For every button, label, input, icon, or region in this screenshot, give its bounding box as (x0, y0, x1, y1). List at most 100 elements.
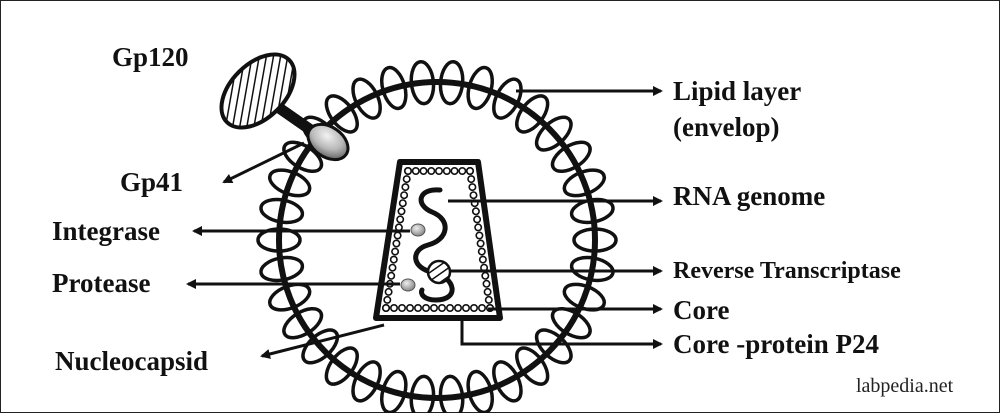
envelope-coil-loop (351, 77, 382, 120)
nucleocapsid-beads (381, 167, 494, 312)
envelope-coil-loop (562, 168, 607, 198)
label-gp120: Gp120 (112, 42, 189, 72)
nucleocapsid-bead (474, 223, 483, 232)
envelope-coil-loop (466, 65, 494, 111)
nucleocapsid-bead (387, 271, 396, 280)
envelope-coil-loop (534, 328, 573, 365)
watermark: labpedia.net (856, 375, 954, 397)
arrow-nucleocapsid (260, 323, 385, 359)
nucleocapsid-bead (397, 207, 406, 216)
nucleocapsid-bead (461, 303, 470, 312)
nucleocapsid-bead (381, 303, 390, 312)
nucleocapsid-bead (383, 295, 392, 304)
envelope-coil-loop (324, 346, 359, 386)
nucleocapsid-bead (389, 255, 398, 264)
envelope-coil-loop (351, 360, 382, 403)
envelope-coil-loop (466, 369, 494, 413)
nucleocapsid-bead (465, 167, 474, 176)
envelope-coil-loop (534, 115, 573, 152)
envelope-coil-loop (380, 369, 408, 413)
envelope-coil-loop (515, 346, 550, 386)
envelope-coil-loop (515, 94, 550, 134)
reverse-transcriptase-particle (426, 259, 452, 285)
nucleocapsid-bead (475, 231, 484, 240)
nucleocapsid-bead (453, 303, 462, 312)
nucleocapsid-bead (484, 295, 493, 304)
integrase-particle (410, 223, 426, 237)
gp41-anchor (306, 122, 350, 162)
nucleocapsid-bead (477, 247, 486, 256)
envelope-coil-loop (259, 255, 305, 283)
nucleocapsid-bead (392, 239, 401, 248)
nucleocapsid-bead (469, 303, 478, 312)
label-gp41: Gp41 (120, 167, 184, 197)
nucleocapsid-bead (403, 167, 412, 176)
envelope-coil-loop (282, 306, 324, 340)
nucleocapsid-bead (393, 231, 402, 240)
nucleocapsid-bead (468, 183, 477, 192)
label-core: Core (673, 295, 730, 325)
nucleocapsid-bead (396, 215, 405, 224)
arrow-gp41 (222, 141, 305, 184)
label-nucleocapsid: Nucleocapsid (55, 346, 209, 376)
nucleocapsid-bead (442, 167, 451, 176)
nucleocapsid-bead (469, 191, 478, 200)
nucleocapsid-bead (427, 167, 436, 176)
nucleocapsid-bead (413, 303, 422, 312)
label-core-protein-p24: Core -protein P24 (673, 329, 879, 359)
envelope-coil-loop (550, 140, 592, 174)
envelope-ring (276, 79, 598, 401)
arrow-core-protein (460, 321, 663, 349)
nucleocapsid-bead (478, 255, 487, 264)
nucleocapsid-bead (419, 167, 428, 176)
nucleocapsid-bead (471, 207, 480, 216)
nucleocapsid-bead (483, 287, 492, 296)
nucleocapsid-bead (473, 215, 482, 224)
label-integrase: Integrase (52, 216, 160, 246)
lipid-envelope (256, 60, 618, 413)
protease-particle (400, 278, 416, 292)
envelope-coil-loop (550, 306, 592, 340)
nucleocapsid-bead (467, 175, 476, 184)
nucleocapsid-bead (411, 167, 420, 176)
envelope-coil-loop (492, 77, 523, 120)
envelope-coil-loop (409, 374, 436, 413)
nucleocapsid-bead (482, 279, 491, 288)
nucleocapsid-bead (388, 263, 397, 272)
nucleocapsid-bead (384, 287, 393, 296)
nucleocapsid-bead (398, 199, 407, 208)
label-lipid-layer: Lipid layer (673, 76, 802, 106)
envelope-coil-loop (267, 282, 312, 312)
envelope-coil-loop (438, 374, 465, 413)
envelope-coil-loop (267, 168, 312, 198)
label-rna-genome: RNA genome (673, 181, 826, 211)
envelope-coil-loop (409, 60, 436, 106)
envelope-coil-loop (569, 255, 615, 283)
envelope-coil-loop (572, 227, 618, 253)
envelope-coil-loop (256, 227, 302, 253)
nucleocapsid-bead (421, 303, 430, 312)
nucleocapsid-bead (405, 303, 414, 312)
nucleocapsid-bead (458, 167, 467, 176)
nucleocapsid-bead (434, 167, 443, 176)
label-protease: Protease (52, 268, 151, 298)
envelope-coil-loop (492, 360, 523, 403)
envelope-coil-loop (282, 140, 324, 174)
envelope-coil-loop (301, 328, 340, 365)
nucleocapsid-bead (402, 175, 411, 184)
rna-genome-strand (413, 187, 455, 303)
nucleocapsid-bead (450, 167, 459, 176)
nucleocapsid-bead (391, 247, 400, 256)
envelope-coil-loop (324, 94, 359, 134)
gp120-knob (219, 52, 297, 130)
nucleocapsid-bead (481, 271, 490, 280)
nucleocapsid-bead (437, 303, 446, 312)
label-reverse-transcriptase: Reverse Transcriptase (673, 258, 901, 284)
envelope-coil-loop (380, 65, 408, 111)
arrows (186, 86, 663, 359)
envelope-coil-loop (259, 197, 305, 225)
nucleocapsid-bead (476, 239, 485, 248)
nucleocapsid-bead (445, 303, 454, 312)
